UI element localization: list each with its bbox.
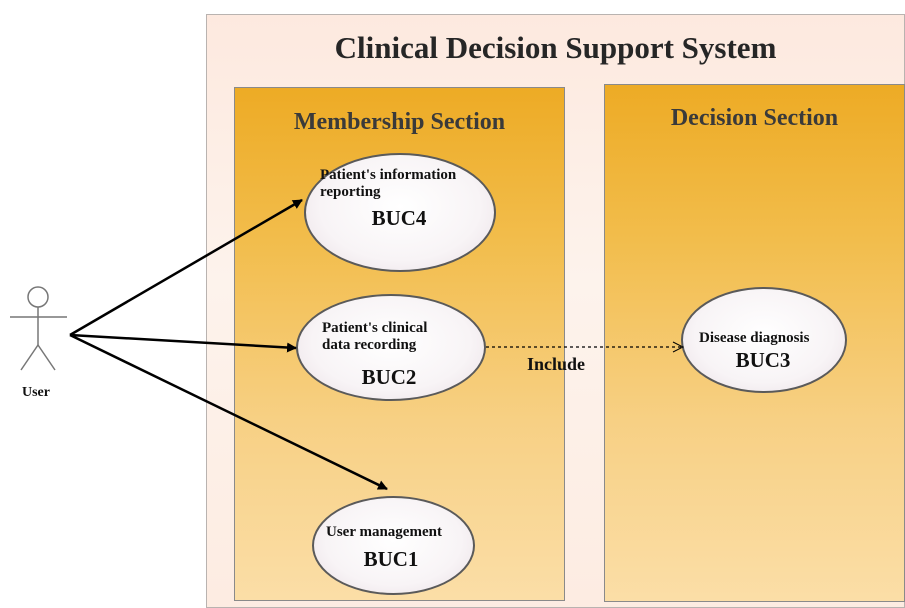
use-case-buc4-name-line1: Patient's information — [320, 167, 457, 183]
use-case-buc2-name: Patient's clinical data recording — [322, 320, 427, 354]
use-case-buc3-name: Disease diagnosis — [699, 330, 810, 346]
use-case-buc4-name: Patient's information reporting — [320, 167, 456, 201]
use-case-buc4[interactable] — [304, 153, 496, 272]
association-user-buc4 — [69, 198, 303, 337]
actor-left-leg — [20, 344, 39, 371]
use-case-buc4-code: BUC4 — [371, 206, 427, 230]
membership-section-title: Membership Section — [293, 109, 506, 135]
association-user-buc2 — [69, 333, 297, 353]
use-case-buc2[interactable] — [296, 294, 486, 401]
decision-section-title: Decision Section — [670, 105, 839, 131]
actor-head — [27, 286, 49, 308]
use-case-buc2-code: BUC2 — [361, 365, 417, 389]
system-title: Clinical Decision Support System — [334, 30, 777, 65]
association-user-buc1 — [69, 333, 388, 491]
use-case-buc1-code: BUC1 — [363, 547, 419, 571]
actor-right-leg — [37, 344, 56, 371]
include-label: Include — [527, 354, 586, 374]
use-case-buc3[interactable] — [681, 287, 847, 393]
use-case-buc3-code: BUC3 — [735, 348, 791, 372]
use-case-buc2-name-line1: Patient's clinical — [322, 320, 428, 336]
use-case-buc1[interactable] — [312, 496, 475, 595]
use-case-buc4-name-line2: reporting — [320, 184, 381, 200]
user-actor-icon[interactable] — [10, 286, 67, 371]
use-case-buc2-name-line2: data recording — [322, 337, 417, 353]
use-case-buc1-name: User management — [326, 524, 442, 540]
actor-label: User — [22, 385, 50, 400]
